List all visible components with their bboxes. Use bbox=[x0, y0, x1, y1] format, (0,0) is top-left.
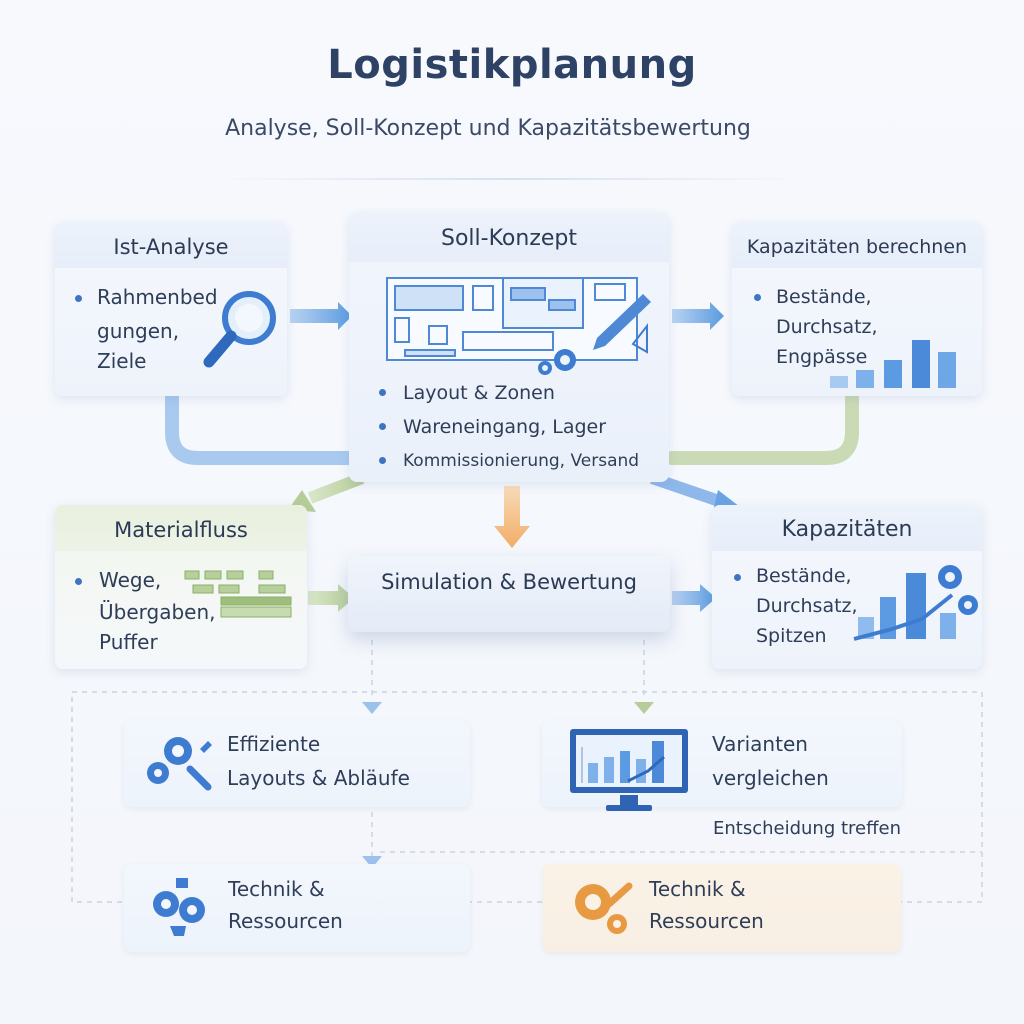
dashed-arrow-tip-lower bbox=[362, 856, 382, 868]
kap-berechnen-line3: Engpässe bbox=[776, 346, 868, 368]
kapazitaeten-line3: Spitzen bbox=[756, 625, 827, 647]
varianten-line1: Varianten bbox=[712, 732, 808, 756]
kapazitaeten-berechnen-title: Kapazitäten berechnen bbox=[732, 222, 982, 268]
kapazitaeten-berechnen-card: Kapazitäten berechnen Bestände, Durchsat… bbox=[732, 222, 982, 396]
arrow-soll-to-kapazitaeten bbox=[650, 472, 724, 508]
kapazitaeten-line1: Bestände, bbox=[756, 565, 852, 587]
layout-blueprint-icon bbox=[386, 277, 651, 375]
dashed-frame bbox=[71, 691, 983, 903]
technik-orange-line2: Ressourcen bbox=[649, 909, 764, 933]
simulation-card: Simulation & Bewertung bbox=[348, 556, 670, 632]
effiziente-layouts-card: Effiziente Layouts & Abläufe bbox=[124, 721, 470, 807]
bullet-dot bbox=[75, 295, 82, 302]
simulation-title: Simulation & Bewertung bbox=[381, 570, 637, 594]
materialfluss-title: Materialfluss bbox=[55, 505, 307, 551]
arrow-soll-to-simulation bbox=[494, 486, 530, 548]
entscheidung-note: Entscheidung treffen bbox=[713, 818, 902, 839]
arrow-ist-to-soll bbox=[290, 302, 352, 330]
bullet-dot bbox=[734, 574, 741, 581]
bullet-dot bbox=[754, 294, 761, 301]
header-divider bbox=[210, 178, 810, 180]
kap-berechnen-line1: Bestände, bbox=[776, 286, 872, 308]
monitor-chart-icon bbox=[570, 729, 688, 811]
connector-ist-loop bbox=[165, 391, 359, 465]
varianten-vergleichen-card: Varianten vergleichen bbox=[542, 721, 902, 811]
soll-konzept-item: Layout & Zonen bbox=[379, 376, 639, 410]
dashed-arrow-tip-right bbox=[634, 702, 654, 714]
page-title: Logistikplanung bbox=[327, 42, 697, 88]
soll-konzept-item: Kommissionierung, Versand bbox=[379, 444, 639, 478]
magnifier-icon bbox=[203, 291, 276, 368]
soll-konzept-item: Wareneingang, Lager bbox=[379, 410, 639, 444]
gear-wrench-orange-icon bbox=[575, 882, 633, 934]
growth-chart-gears-icon bbox=[853, 565, 978, 641]
soll-konzept-title: Soll-Konzept bbox=[349, 212, 669, 262]
technik-blue-line2: Ressourcen bbox=[228, 909, 343, 933]
materialfluss-line3: Puffer bbox=[99, 630, 158, 654]
kap-berechnen-line2: Durchsatz, bbox=[776, 316, 878, 338]
ist-analyse-line1: Rahmenbed bbox=[97, 285, 218, 309]
bullet-dot bbox=[75, 578, 82, 585]
bar-chart-icon bbox=[830, 340, 956, 388]
page-subtitle: Analyse, Soll-Konzept und Kapazitätsbewe… bbox=[225, 116, 751, 141]
arrow-sim-to-kapazitaeten bbox=[672, 584, 716, 612]
arrow-materialfluss-to-sim bbox=[308, 584, 354, 612]
ist-analyse-title: Ist-Analyse bbox=[55, 222, 287, 268]
soll-konzept-card: Soll-Konzept Layout & Zonen Warene bbox=[349, 212, 669, 482]
arrow-soll-to-kap bbox=[672, 302, 724, 330]
conveyor-blocks-icon bbox=[184, 570, 292, 618]
connector-kap-loop bbox=[665, 391, 859, 465]
kapazitaeten-line2: Durchsatz, bbox=[756, 595, 858, 617]
varianten-line2: vergleichen bbox=[712, 766, 829, 790]
soll-konzept-list: Layout & Zonen Wareneingang, Lager Kommi… bbox=[379, 376, 639, 478]
gears-wrench-icon bbox=[147, 737, 212, 791]
effiziente-line1: Effiziente bbox=[227, 732, 321, 756]
technik-ressourcen-card-blue: Technik & Ressourcen bbox=[124, 864, 470, 952]
ist-analyse-card: Ist-Analyse Rahmenbed gungen, Ziele bbox=[55, 222, 287, 396]
dashed-arrow-tip-left bbox=[362, 702, 382, 714]
gear-icon bbox=[938, 565, 978, 615]
pencil-icon bbox=[593, 294, 651, 354]
ist-analyse-line2: gungen, bbox=[97, 319, 180, 343]
ist-analyse-line3: Ziele bbox=[97, 349, 147, 373]
technik-orange-line1: Technik & bbox=[649, 877, 746, 901]
materialfluss-line2: Übergaben, bbox=[99, 600, 216, 624]
effiziente-line2: Layouts & Abläufe bbox=[227, 766, 410, 790]
gear-icon bbox=[538, 349, 576, 375]
technik-ressourcen-card-orange: Technik & Ressourcen bbox=[543, 864, 901, 952]
materialfluss-line1: Wege, bbox=[99, 568, 162, 592]
kapazitaeten-title: Kapazitäten bbox=[712, 505, 982, 551]
technik-blue-line1: Technik & bbox=[228, 877, 325, 901]
materialfluss-card: Materialfluss Wege, Übergaben, Puffer bbox=[55, 505, 307, 669]
gears-cycle-icon bbox=[153, 878, 205, 936]
kapazitaeten-card: Kapazitäten Bestände, Durchsatz, Spitzen bbox=[712, 505, 982, 669]
